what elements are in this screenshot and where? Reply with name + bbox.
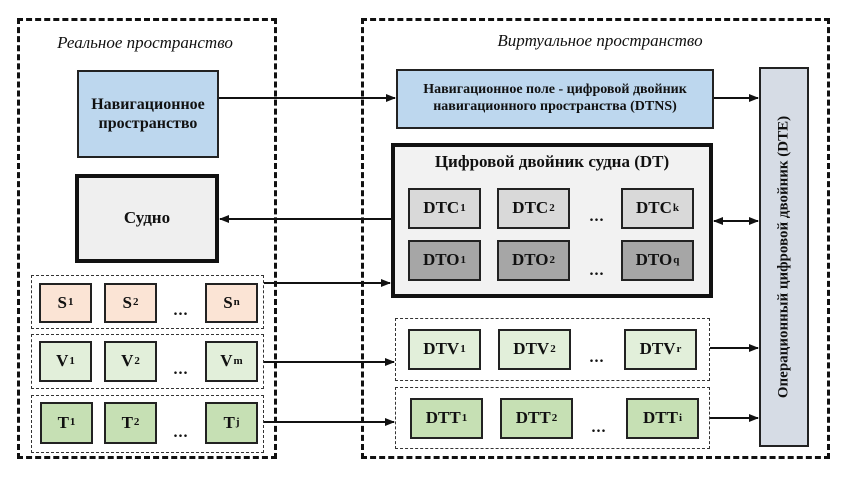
ship-box: Судно — [75, 174, 219, 263]
operational-digital-twin-label: Операционный цифровой двойник (DTE) — [775, 115, 792, 399]
virtual-space-title: Виртуальное пространство — [497, 31, 703, 50]
real-space-frame — [17, 18, 277, 459]
vessel-units-group — [31, 334, 264, 389]
real-space-title: Реальное пространство — [57, 33, 233, 52]
dtt-ellipsis: ... — [591, 419, 607, 436]
sensors-group — [31, 275, 264, 329]
dtt-group — [395, 387, 710, 449]
dtv-ellipsis: ... — [589, 349, 605, 366]
virtual-space-frame — [361, 18, 830, 459]
technical-units-group — [31, 395, 264, 453]
dtns-box: Навигационное поле - цифровой двойник на… — [396, 69, 714, 129]
dtns-label-line1: Навигационное поле - цифровой двойник — [423, 82, 687, 98]
operational-digital-twin-box: Операционный цифровой двойник (DTE) — [759, 67, 809, 447]
ship-digital-twin-title: Цифровой двойник судна (DT) — [434, 152, 670, 171]
sensors-ellipsis: ... — [173, 302, 189, 319]
technical-ellipsis: ... — [173, 424, 189, 441]
navigation-space-box: Навигационное пространство — [77, 70, 219, 158]
navigation-space-label: Навигационное пространство — [91, 95, 205, 132]
dtv-group — [395, 318, 710, 381]
ship-label: Судно — [123, 208, 171, 228]
dtc-ellipsis: ... — [589, 208, 605, 225]
vessel-ellipsis: ... — [173, 361, 189, 378]
dtns-label-line2: навигационного пространства (DTNS) — [433, 99, 677, 114]
dto-ellipsis: ... — [589, 262, 605, 279]
